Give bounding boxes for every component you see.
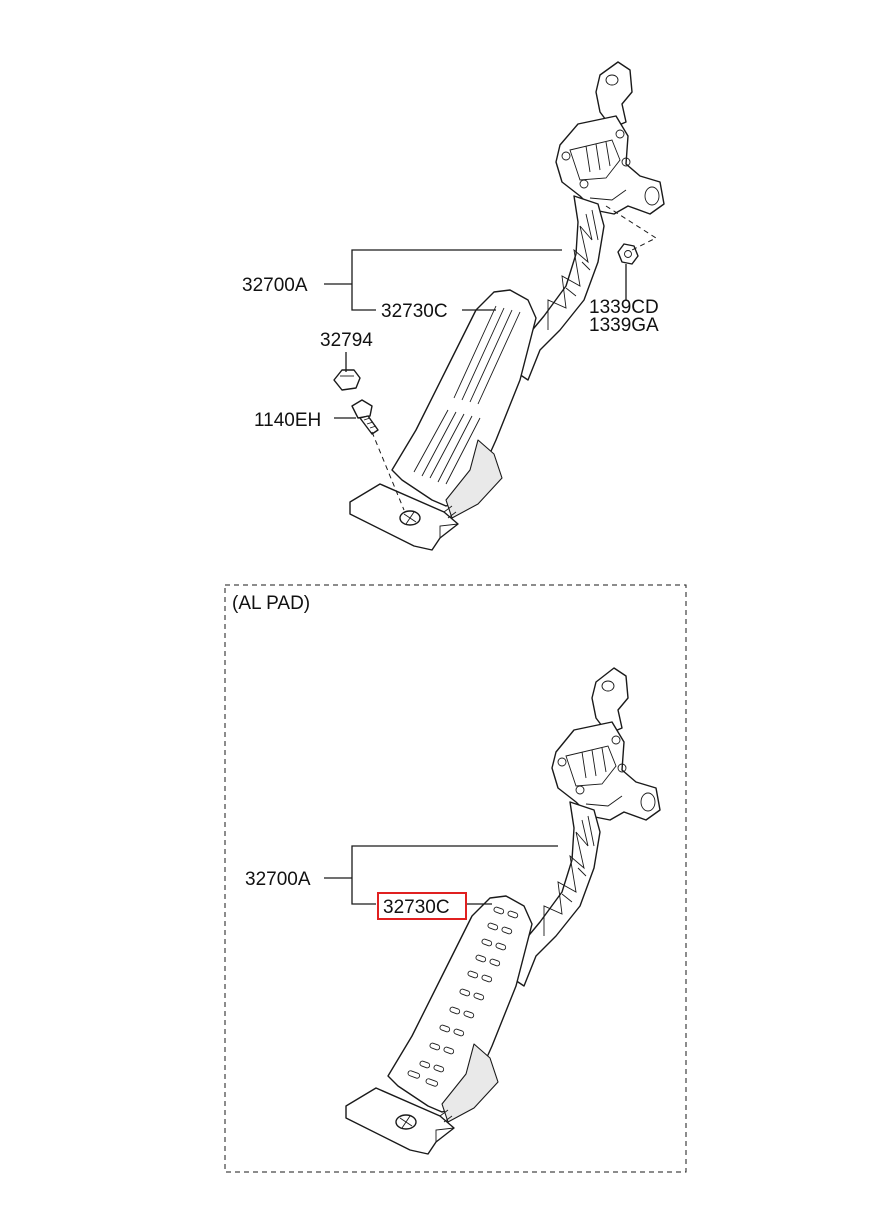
label-1140EH: 1140EH	[254, 410, 321, 431]
label-1339GA: 1339GA	[589, 315, 659, 336]
bottom-pedal-arm	[511, 801, 601, 987]
label-32730C-bottom: 32730C	[383, 897, 450, 918]
top-bolt-1140EH	[351, 399, 379, 435]
label-32730C-top: 32730C	[381, 301, 448, 322]
bottom-al-pad	[387, 895, 533, 1113]
label-32794: 32794	[320, 330, 373, 351]
bottom-leader-lines	[324, 845, 558, 905]
bottom-floor-hinge	[345, 1043, 499, 1155]
top-stopper-32794	[333, 369, 361, 391]
label-1339CD: 1339CD	[589, 297, 659, 318]
bottom-pedal-housing	[551, 667, 661, 821]
top-nut-1339CD	[617, 243, 639, 265]
top-pedal-arm	[515, 195, 605, 381]
label-32700A-top: 32700A	[242, 275, 308, 296]
top-floor-hinge	[349, 439, 503, 551]
bottom-al-pad-studs	[407, 906, 519, 1087]
top-pedal-pad	[391, 289, 537, 507]
variant-box-title: (AL PAD)	[232, 593, 310, 614]
top-leader-lines	[324, 249, 627, 419]
bottom-pedal-assembly	[345, 667, 661, 1155]
variant-box-border	[224, 584, 687, 1173]
highlight-32730C	[377, 892, 467, 920]
top-pedal-assembly	[333, 61, 665, 551]
label-32700A-bottom: 32700A	[245, 869, 311, 890]
top-pedal-housing	[555, 61, 665, 215]
